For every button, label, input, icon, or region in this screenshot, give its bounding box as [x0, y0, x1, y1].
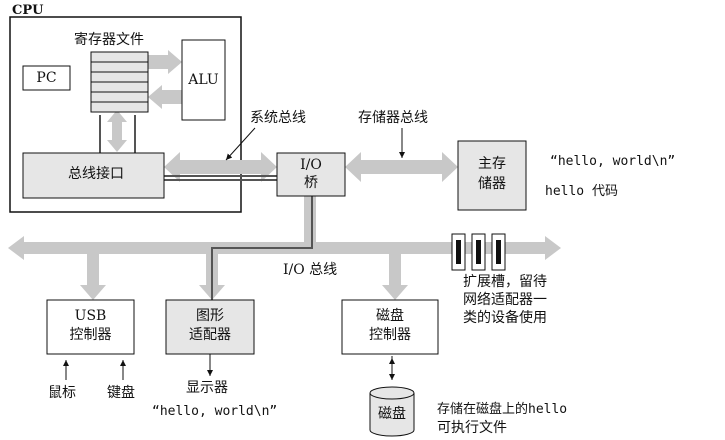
usb-label-2: 控制器 [69, 327, 112, 343]
display-string: “hello, world\n” [152, 404, 278, 419]
bridge-to-graphics-path [211, 196, 313, 300]
expansion-text-2: 网络适配器一 [463, 292, 547, 308]
disk-controller-box [341, 299, 439, 355]
bus-interface-box [22, 152, 165, 199]
display-label: 显示器 [186, 380, 228, 396]
graphics-label-2: 适配器 [189, 327, 231, 343]
io-bridge-label-2: 桥 [304, 175, 318, 191]
usb-label-1: USB [74, 308, 107, 324]
main-memory-label-2: 储器 [478, 176, 506, 192]
system-bus-pointer [225, 127, 256, 161]
memory-bus-label: 存储器总线 [358, 110, 428, 126]
alu-label: ALU [188, 72, 219, 88]
regfile-to-alu-arrow [148, 50, 182, 74]
system-bus-label: 系统总线 [250, 110, 306, 126]
main-memory-label-1: 主存 [478, 156, 506, 172]
graphics-label-1: 图形 [196, 308, 224, 324]
memory-code: hello 代码 [545, 184, 618, 199]
cpu-label: CPU [12, 3, 44, 18]
keyboard-label: 键盘 [107, 385, 135, 401]
alu-to-regfile-arrow [148, 85, 182, 109]
main-memory-box [457, 140, 527, 211]
disk-controller-label-2: 控制器 [369, 327, 411, 343]
io-bridge-label-1: I/O [300, 157, 322, 173]
memory-bus [345, 152, 458, 182]
expansion-text-3: 类的设备使用 [463, 310, 547, 326]
io-bus-drop-disk [382, 254, 408, 300]
pc-box [22, 65, 71, 91]
bus-interface-label: 总线接口 [68, 166, 124, 182]
io-bus-label: I/O 总线 [283, 262, 338, 278]
disk-icon [369, 386, 415, 437]
disk-desc-1: 存储在磁盘上的hello [437, 402, 568, 417]
disk-label: 磁盘 [378, 406, 406, 422]
disk-desc-2: 可执行文件 [437, 420, 507, 436]
expansion-text-1: 扩展槽，留待 [463, 274, 547, 290]
disk-controller-label-1: 磁盘 [376, 308, 404, 324]
io-bridge-box [276, 152, 346, 197]
bridge-io-link [304, 196, 316, 248]
pc-label: PC [36, 70, 57, 86]
io-bus-drop-usb [80, 254, 106, 300]
system-bus [164, 152, 277, 182]
cpu-box [9, 16, 242, 213]
mouse-label: 鼠标 [48, 385, 76, 401]
register-file-label: 寄存器文件 [74, 32, 144, 48]
usb-controller-box [46, 299, 135, 355]
memory-string: “hello, world\n” [550, 154, 676, 169]
alu-box [181, 39, 226, 121]
regfile-bus-interface-arrow [107, 110, 127, 152]
